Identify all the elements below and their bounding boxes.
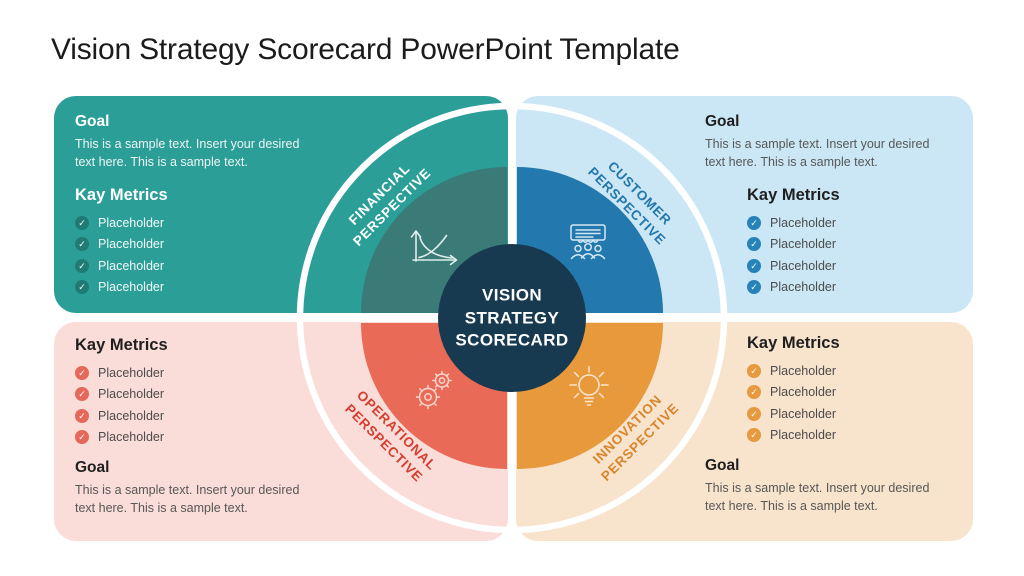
financial-goal-text: This is a sample text. Insert your desir… — [75, 137, 300, 169]
check-icon: ✓ — [747, 280, 761, 295]
customer-goal-text: This is a sample text. Insert your desir… — [705, 137, 930, 169]
metric-label: Placeholder — [770, 237, 837, 252]
metric-label: Placeholder — [770, 215, 837, 230]
metric-item: ✓ Placeholder — [747, 425, 957, 447]
metric-label: Placeholder — [770, 406, 837, 421]
metric-item: ✓ Placeholder — [75, 212, 327, 234]
check-icon: ✓ — [747, 363, 761, 378]
metric-label: Placeholder — [98, 365, 165, 380]
metric-label: Placeholder — [98, 237, 165, 252]
metric-label: Placeholder — [98, 430, 165, 445]
check-icon: ✓ — [75, 387, 89, 402]
metric-label: Placeholder — [98, 408, 165, 423]
check-icon: ✓ — [75, 237, 89, 252]
check-icon: ✓ — [747, 215, 761, 230]
metric-item: ✓ Placeholder — [75, 255, 327, 277]
metric-item: ✓ Placeholder — [75, 277, 327, 299]
check-icon: ✓ — [747, 258, 761, 273]
metric-item: ✓ Placeholder — [75, 384, 327, 406]
operational-metrics-heading: Kay Metrics — [75, 336, 168, 354]
financial-text-block: Goal This is a sample text. Insert your … — [75, 112, 327, 298]
check-icon: ✓ — [747, 406, 761, 421]
check-icon: ✓ — [75, 408, 89, 423]
check-icon: ✓ — [747, 428, 761, 443]
metric-label: Placeholder — [98, 258, 165, 273]
financial-goal-heading: Goal — [75, 113, 110, 130]
metric-label: Placeholder — [770, 280, 837, 295]
metric-label: Placeholder — [770, 428, 837, 443]
metric-item: ✓ Placeholder — [75, 234, 327, 256]
innovation-text-block: Kay Metrics ✓ Placeholder ✓ Placeholder ✓ P… — [705, 332, 957, 515]
center-line-3: SCORECARD — [455, 330, 569, 350]
metric-label: Placeholder — [98, 215, 165, 230]
check-icon: ✓ — [75, 215, 89, 230]
innovation-metrics-list: ✓ Placeholder ✓ Placeholder ✓ Placeholder ✓… — [747, 360, 957, 446]
metric-label: Placeholder — [770, 385, 837, 400]
metric-item: ✓ Placeholder — [75, 362, 327, 384]
metric-label: Placeholder — [770, 363, 837, 378]
customer-metrics-heading: Kay Metrics — [747, 186, 840, 204]
metric-label: Placeholder — [770, 258, 837, 273]
customer-metrics-list: ✓ Placeholder ✓ Placeholder ✓ Placeholder ✓… — [747, 212, 957, 298]
metric-item: ✓ Placeholder — [747, 360, 957, 382]
metric-item: ✓ Placeholder — [747, 382, 957, 404]
metric-item: ✓ Placeholder — [747, 234, 957, 256]
center-line-1: VISION — [481, 285, 543, 305]
innovation-metrics-heading: Kay Metrics — [747, 334, 840, 352]
customer-text-block: Goal This is a sample text. Insert your … — [705, 112, 957, 298]
check-icon: ✓ — [75, 365, 89, 380]
center-line-2: STRATEGY — [464, 307, 560, 327]
metric-item: ✓ Placeholder — [747, 403, 957, 425]
innovation-goal-heading: Goal — [705, 457, 740, 474]
innovation-goal-text: This is a sample text. Insert your desir… — [705, 481, 930, 513]
metric-item: ✓ Placeholder — [747, 212, 957, 234]
customer-goal-heading: Goal — [705, 113, 740, 130]
operational-goal-heading: Goal — [75, 459, 110, 476]
metric-label: Placeholder — [98, 387, 165, 402]
metric-item: ✓ Placeholder — [75, 405, 327, 427]
page-title: Vision Strategy Scorecard PowerPoint Tem… — [51, 33, 680, 66]
center-badge-text: VISION STRATEGY SCORECARD — [432, 284, 592, 352]
operational-goal-text: This is a sample text. Insert your desir… — [75, 483, 300, 515]
metric-label: Placeholder — [98, 280, 165, 295]
metric-item: ✓ Placeholder — [747, 277, 957, 299]
check-icon: ✓ — [75, 430, 89, 445]
operational-metrics-list: ✓ Placeholder ✓ Placeholder ✓ Placeholder ✓… — [75, 362, 327, 448]
financial-metrics-heading: Kay Metrics — [75, 186, 168, 204]
check-icon: ✓ — [75, 258, 89, 273]
check-icon: ✓ — [75, 280, 89, 295]
operational-text-block: Kay Metrics ✓ Placeholder ✓ Placeholder ✓ P… — [75, 334, 327, 517]
check-icon: ✓ — [747, 237, 761, 252]
financial-metrics-list: ✓ Placeholder ✓ Placeholder ✓ Placeholder ✓… — [75, 212, 327, 298]
check-icon: ✓ — [747, 385, 761, 400]
metric-item: ✓ Placeholder — [747, 255, 957, 277]
metric-item: ✓ Placeholder — [75, 427, 327, 449]
